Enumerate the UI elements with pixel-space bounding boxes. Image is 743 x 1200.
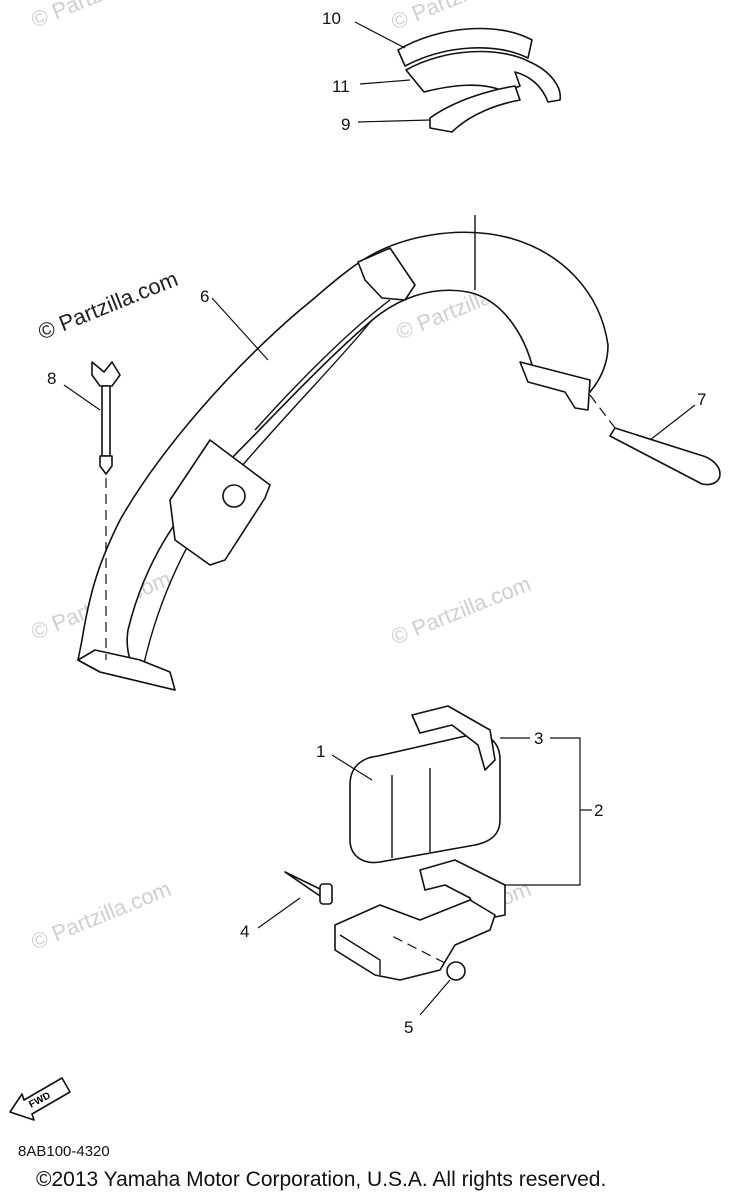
leader-6: [211, 297, 269, 361]
callout-5: 5: [404, 1018, 413, 1037]
fender-6: [77, 215, 609, 691]
battery-body: [349, 733, 501, 864]
leader-7: [649, 404, 696, 441]
callout-numbers: 10 11 9 6 8 7 1 3 2 4 5: [47, 9, 706, 1037]
callout-6: 6: [200, 287, 209, 306]
callout-3: 3: [534, 729, 543, 748]
leader-1: [331, 754, 373, 781]
upper-strap: [411, 705, 496, 771]
fender-front-tab: [77, 649, 176, 691]
watermark: © Partzilla.com: [28, 0, 175, 33]
fwd-arrow-icon: FWD: [9, 1077, 71, 1121]
leader-5: [419, 979, 451, 1016]
leader-11: [359, 79, 411, 85]
callout-10: 10: [322, 9, 341, 28]
callout-4: 4: [240, 922, 249, 941]
holder-body: [334, 899, 496, 981]
nut: [446, 961, 466, 981]
holder-flange: [339, 934, 381, 975]
rod: [609, 427, 721, 486]
callout-1: 1: [316, 742, 325, 761]
callout-11: 11: [332, 77, 350, 96]
fender-body: [77, 231, 609, 691]
decal-group: [397, 27, 561, 133]
rod-dashed-line: [589, 394, 616, 429]
bolt-shaft: [101, 385, 111, 457]
callout-2: 2: [594, 801, 603, 820]
watermark: © Partzilla.com: [388, 571, 535, 650]
fender-rear-bracket: [519, 361, 591, 411]
fender-rib: [254, 299, 391, 431]
decal-11: [405, 50, 561, 103]
nut-5: [389, 934, 466, 981]
holder-2: [334, 899, 496, 981]
wing-nut: [91, 361, 121, 387]
diagram-code: 8AB100-4320: [18, 1143, 110, 1160]
watermark: © Partzilla.com: [28, 876, 175, 955]
callout-7: 7: [697, 390, 706, 409]
fender-mount-hole: [222, 484, 246, 508]
leader-3: [500, 737, 581, 886]
battery-1: [349, 733, 501, 864]
watermark-dark: © Partzilla.com: [35, 266, 182, 345]
bolt-tip: [99, 455, 113, 475]
callout-9: 9: [341, 115, 350, 134]
fender-mount-plate: [169, 439, 271, 566]
fender-upper-bracket: [357, 247, 416, 301]
copyright-notice: ©2013 Yamaha Motor Corporation, U.S.A. A…: [36, 1168, 607, 1191]
leader-4: [257, 897, 301, 929]
screw-4: [284, 871, 333, 905]
leader-lines: [63, 21, 696, 1016]
nut-dashed-line: [389, 934, 446, 964]
fwd-arrow-shape: [9, 1077, 71, 1121]
leader-8: [63, 384, 101, 411]
leader-10: [354, 21, 406, 49]
leader-9: [357, 119, 431, 123]
decal-10: [397, 27, 533, 67]
screw: [284, 871, 323, 897]
callout-8: 8: [47, 369, 56, 388]
screw-head: [319, 883, 333, 905]
rod-7: [589, 394, 721, 486]
decal-9: [429, 85, 521, 133]
bolt-8: [91, 361, 121, 660]
